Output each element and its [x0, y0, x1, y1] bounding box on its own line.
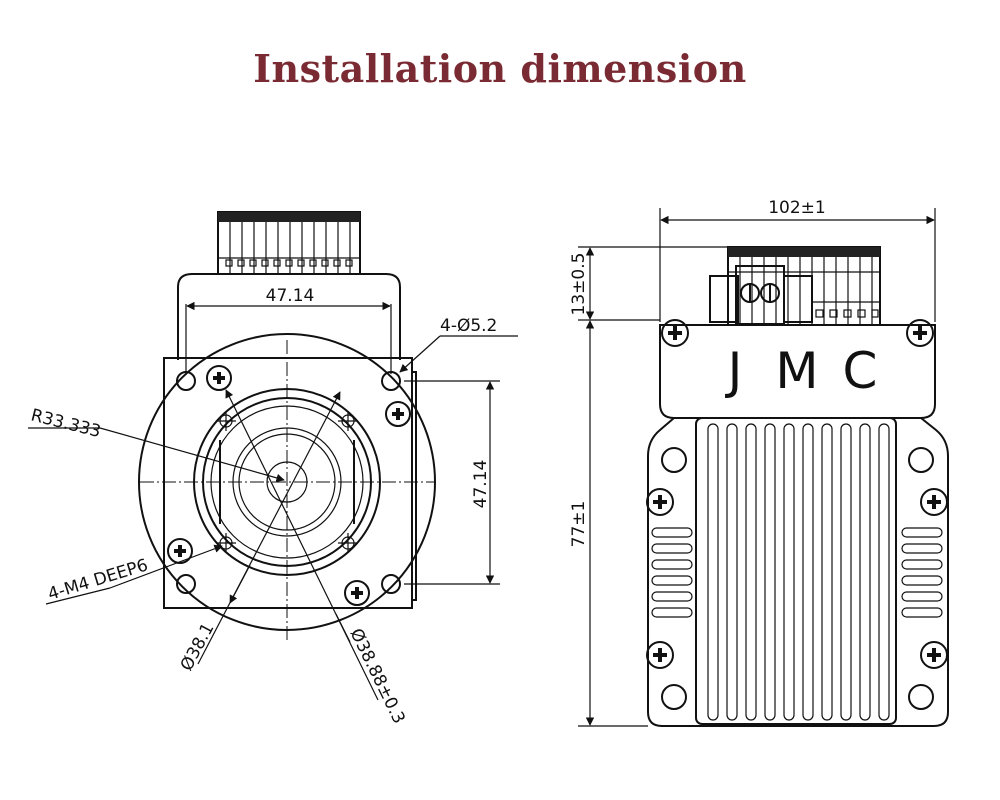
- front-m4-holes: [216, 411, 358, 553]
- side-body-screws: [646, 488, 948, 669]
- side-slots-right: [901, 527, 943, 618]
- brand-letter-c: C: [843, 342, 878, 400]
- front-flange: [163, 357, 413, 609]
- front-driver-housing: [177, 273, 401, 360]
- side-view: J M C: [569, 198, 949, 727]
- brand-letter-j: J: [725, 342, 743, 400]
- callout-mount-holes: 4-Ø5.2: [440, 316, 497, 336]
- callout-threads: 4-M4 DEEP6: [46, 555, 151, 604]
- dim-connector-height: 13±0.5: [569, 253, 589, 316]
- side-slots-left: [651, 527, 693, 618]
- front-mount-hole: [381, 574, 401, 594]
- side-mount-holes: [661, 447, 934, 710]
- front-terminal-connector: [217, 211, 361, 275]
- side-top-screws: [661, 319, 934, 347]
- front-mount-hole: [176, 574, 196, 594]
- dim-front-height: 47.14: [471, 460, 491, 509]
- brand-letter-m: M: [775, 342, 818, 400]
- dim-boss-diameter: Ø38.88±0.3: [346, 625, 409, 727]
- front-mount-hole: [381, 371, 401, 391]
- dim-bore-diameter: Ø38.1: [177, 620, 219, 675]
- side-motor-body: [647, 417, 949, 727]
- side-fin-panel: [695, 417, 897, 725]
- front-view: 47.14 47.14 4-Ø5.2 R33.333 4-M4 DEEP6 Ø3…: [28, 211, 518, 727]
- page-title: Installation dimension: [253, 46, 747, 91]
- dim-body-height: 77±1: [569, 501, 589, 548]
- front-screws: [167, 365, 411, 606]
- dim-side-width: 102±1: [768, 198, 826, 218]
- dim-front-width: 47.14: [266, 286, 315, 306]
- side-fins: [707, 423, 890, 721]
- side-terminal-connector: [709, 246, 881, 326]
- callout-radius: R33.333: [29, 405, 103, 442]
